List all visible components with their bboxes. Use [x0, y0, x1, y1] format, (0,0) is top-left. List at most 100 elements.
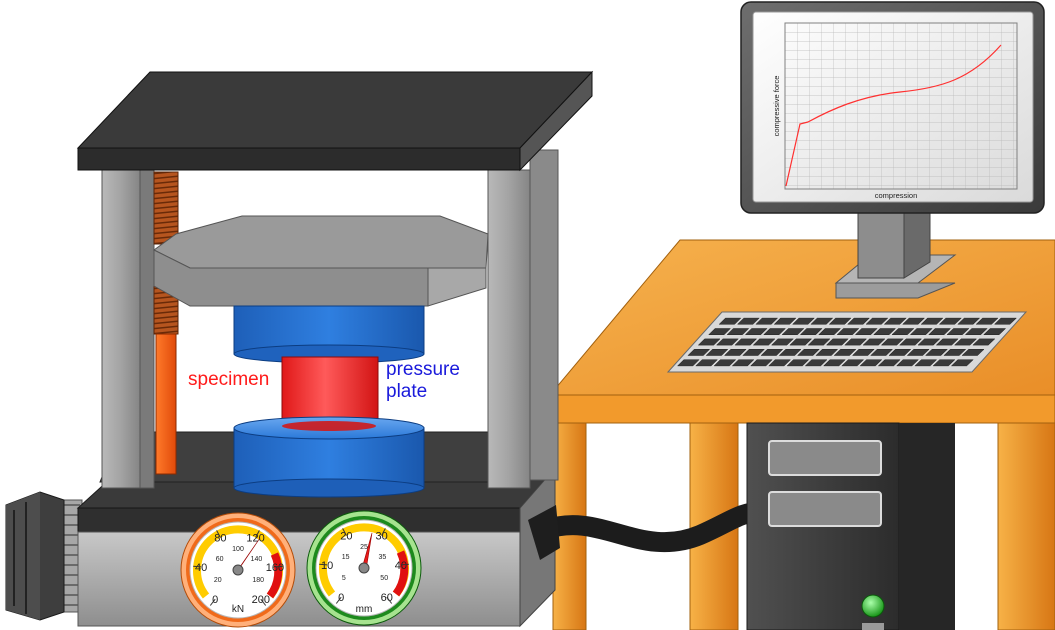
keyboard-key[interactable] — [736, 317, 760, 325]
keyboard-key[interactable] — [883, 317, 907, 325]
keyboard-key[interactable] — [953, 338, 978, 346]
keyboard-key[interactable] — [844, 338, 868, 346]
keyboard-key[interactable] — [828, 317, 852, 325]
keyboard-key[interactable] — [723, 349, 747, 356]
keyboard-key[interactable] — [833, 349, 857, 356]
keyboard-key[interactable] — [825, 338, 849, 346]
compression-unit-label: mm — [356, 604, 373, 615]
keyboard-key[interactable] — [763, 328, 787, 335]
compression-gauge-outer-tick-label: 20 — [340, 531, 352, 543]
monitor-neck — [857, 211, 905, 279]
keyboard-key[interactable] — [713, 359, 737, 367]
keyboard-key[interactable] — [836, 328, 860, 335]
drive-bay-2[interactable] — [768, 491, 882, 527]
keyboard-keys — [676, 317, 1018, 367]
keyboard-key[interactable] — [726, 328, 750, 335]
keyboard-key[interactable] — [786, 359, 810, 367]
keyboard-key[interactable] — [961, 349, 985, 356]
keyboard-key[interactable] — [877, 359, 901, 367]
keyboard[interactable] — [666, 311, 1028, 373]
keyboard-key[interactable] — [752, 338, 776, 346]
keyboard-key[interactable] — [697, 338, 721, 346]
keyboard-key[interactable] — [946, 328, 970, 335]
keyboard-key[interactable] — [822, 359, 846, 367]
drive-bay-1[interactable] — [768, 440, 882, 476]
keyboard-key[interactable] — [917, 338, 941, 346]
keyboard-key[interactable] — [804, 359, 828, 367]
keyboard-key[interactable] — [909, 328, 933, 335]
keyboard-key[interactable] — [873, 328, 897, 335]
keyboard-key[interactable] — [924, 349, 949, 356]
keyboard-key[interactable] — [935, 338, 959, 346]
force-gauge-tick-mark — [193, 565, 202, 568]
force-gauge-outer-tick-label: 0 — [212, 594, 218, 606]
keyboard-key[interactable] — [920, 317, 944, 325]
keyboard-key[interactable] — [895, 359, 920, 367]
keyboard-key[interactable] — [865, 317, 889, 325]
keyboard-key[interactable] — [708, 328, 732, 335]
keyboard-key[interactable] — [891, 328, 915, 335]
keyboard-key[interactable] — [964, 328, 988, 335]
keyboard-key[interactable] — [975, 317, 999, 325]
keyboard-key[interactable] — [950, 359, 974, 367]
keyboard-key[interactable] — [760, 349, 784, 356]
keyboard-key[interactable] — [799, 328, 823, 335]
keyboard-key[interactable] — [880, 338, 904, 346]
keyboard-key[interactable] — [818, 328, 842, 335]
keyboard-key[interactable] — [810, 317, 834, 325]
keyboard-key[interactable] — [815, 349, 839, 356]
keyboard-key[interactable] — [938, 317, 962, 325]
keyboard-key[interactable] — [778, 349, 802, 356]
keyboard-key[interactable] — [888, 349, 912, 356]
keyboard-key[interactable] — [914, 359, 938, 367]
compression-gauge-outer-tick-label: 0 — [338, 592, 344, 604]
compression-gauge-inner-tick-label: 15 — [342, 554, 350, 561]
keyboard-key[interactable] — [957, 317, 981, 325]
keyboard-key[interactable] — [715, 338, 739, 346]
keyboard-key[interactable] — [781, 328, 805, 335]
keyboard-key[interactable] — [854, 328, 878, 335]
keyboard-key[interactable] — [943, 349, 967, 356]
keyboard-key[interactable] — [695, 359, 719, 367]
keyboard-key[interactable] — [791, 317, 815, 325]
keyboard-key[interactable] — [768, 359, 792, 367]
keyboard-key[interactable] — [862, 338, 886, 346]
keyboard-key[interactable] — [789, 338, 813, 346]
keyboard-key[interactable] — [676, 359, 700, 367]
pressure-plate-label-line2: plate — [386, 381, 428, 402]
force-gauge-tick-mark — [260, 598, 267, 606]
keyboard-key[interactable] — [902, 317, 926, 325]
keyboard-key[interactable] — [770, 338, 794, 346]
keyboard-key[interactable] — [841, 359, 865, 367]
compression-gauge-tick-mark — [386, 596, 393, 604]
keyboard-key[interactable] — [870, 349, 894, 356]
keyboard-key[interactable] — [851, 349, 875, 356]
keyboard-key[interactable] — [993, 317, 1018, 325]
keyboard-key[interactable] — [983, 328, 1007, 335]
keyboard-key[interactable] — [796, 349, 820, 356]
keyboard-key[interactable] — [755, 317, 779, 325]
keyboard-key[interactable] — [718, 317, 742, 325]
power-button-icon[interactable] — [861, 594, 885, 618]
keyboard-key[interactable] — [859, 359, 883, 367]
keyboard-key[interactable] — [773, 317, 797, 325]
left-column — [101, 169, 141, 489]
force-gauge-inner-tick-label: 180 — [252, 577, 264, 584]
keyboard-key[interactable] — [932, 359, 956, 367]
keyboard-key[interactable] — [846, 317, 871, 325]
keyboard-key[interactable] — [807, 338, 831, 346]
keyboard-key[interactable] — [687, 349, 711, 356]
keyboard-key[interactable] — [734, 338, 758, 346]
keyboard-key[interactable] — [906, 349, 930, 356]
keyboard-key[interactable] — [742, 349, 766, 356]
force-gauge-inner-tick-label: 140 — [251, 556, 263, 563]
keyboard-key[interactable] — [731, 359, 755, 367]
keyboard-key[interactable] — [972, 338, 996, 346]
keyboard-key[interactable] — [899, 338, 923, 346]
keyboard-key[interactable] — [749, 359, 773, 367]
keyboard-key[interactable] — [928, 328, 952, 335]
keyboard-key[interactable] — [744, 328, 768, 335]
keyboard-key[interactable] — [705, 349, 729, 356]
